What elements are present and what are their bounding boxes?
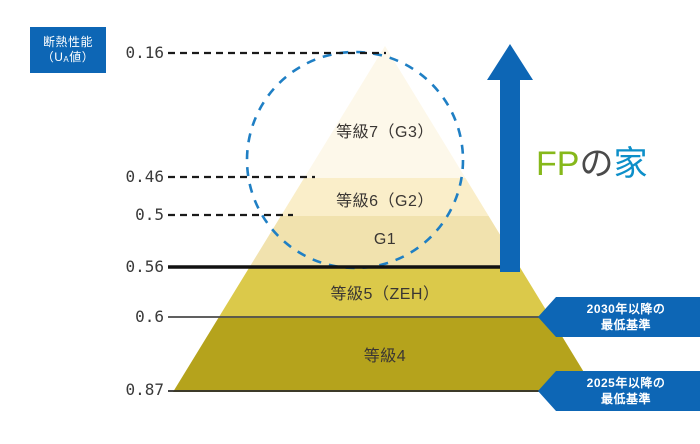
tick-label-05: 0.5: [135, 205, 164, 224]
tick-label-06: 0.6: [135, 307, 164, 326]
axis-badge-subscript: A: [63, 55, 70, 64]
highlight-circle: [245, 50, 465, 270]
band-label-grade7: 等級7（G3）: [336, 124, 434, 141]
axis-badge-paren-close: 値）: [69, 50, 95, 64]
tick-label-056: 0.56: [125, 257, 164, 276]
brand-no: の: [579, 145, 614, 183]
tick-label-016: 0.16: [125, 43, 164, 62]
axis-badge-line1: 断熱性能: [42, 35, 93, 49]
band-label-grade5: 等級5（ZEH）: [330, 286, 440, 303]
tick-label-046: 0.46: [125, 167, 164, 186]
axis-badge: 断熱性能 （UA値）: [30, 27, 106, 73]
up-arrow-icon: [487, 44, 533, 272]
brand-fp: FP: [536, 145, 580, 183]
pyramid-bands: [173, 46, 596, 392]
brand-text: FPの家: [536, 136, 647, 185]
band-label-g1: G1: [373, 231, 397, 248]
callout-2030-line2: 最低基準: [600, 318, 651, 332]
band-label-grade6: 等級6（G2）: [336, 193, 434, 210]
callout-2025-line1: 2025年以降の: [586, 375, 666, 390]
axis-badge-line2: （UA値）: [42, 50, 95, 65]
callout-2030-line1: 2030年以降の: [586, 301, 666, 316]
band-grade4: [173, 318, 596, 392]
brand-ie: 家: [613, 145, 648, 183]
callout-2025: 2025年以降の 最低基準: [538, 371, 700, 411]
band-label-grade4: 等級4: [363, 348, 407, 365]
callout-2030: 2030年以降の 最低基準: [538, 297, 700, 337]
tick-label-087: 0.87: [125, 380, 164, 399]
axis-badge-paren-open: （U: [41, 50, 64, 64]
callout-2025-line2: 最低基準: [600, 392, 651, 406]
